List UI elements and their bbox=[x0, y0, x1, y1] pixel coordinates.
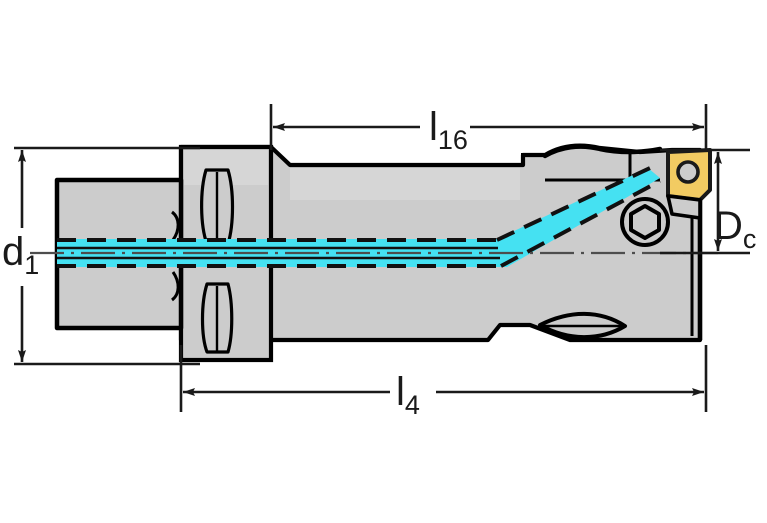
coolant-branch-hidden-edge-bottom bbox=[500, 179, 661, 268]
flange-notch-upper bbox=[170, 210, 180, 241]
clamp-arm-profile bbox=[542, 144, 663, 159]
coolant-branch bbox=[497, 168, 660, 267]
dimension-l16: l16 bbox=[269, 104, 708, 155]
dimension-d1: d1 bbox=[2, 146, 200, 366]
flange-notch-lower bbox=[170, 271, 180, 302]
body-highlight bbox=[290, 168, 520, 200]
dimension-label-d1: d1 bbox=[2, 230, 39, 280]
clamp-screw bbox=[620, 197, 670, 247]
dimension-label-l4: l4 bbox=[396, 370, 420, 420]
hex-socket-icon bbox=[629, 204, 661, 240]
dimension-Dc: Dc bbox=[660, 148, 756, 255]
cutting-insert bbox=[666, 148, 712, 202]
insert-pocket-step bbox=[521, 153, 545, 165]
dimension-label-l16: l16 bbox=[429, 105, 468, 155]
coolant-outlet bbox=[538, 311, 627, 340]
dimension-l4: l4 bbox=[179, 345, 708, 420]
coolant-channel-group bbox=[57, 166, 661, 268]
insert-seat-shim bbox=[666, 194, 702, 220]
insert-screw bbox=[676, 160, 700, 184]
dimension-label-Dc: Dc bbox=[714, 204, 756, 254]
